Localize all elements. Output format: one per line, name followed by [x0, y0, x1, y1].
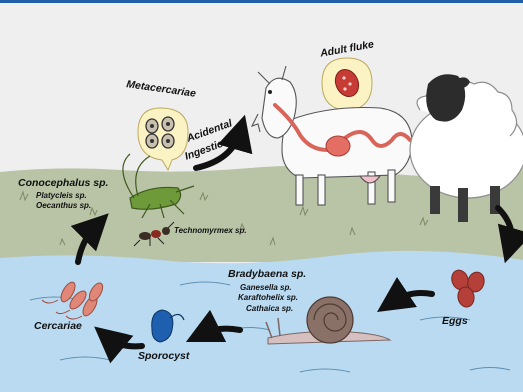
label-ganesella: Ganesella sp. [240, 284, 292, 292]
label-eggs: Eggs [442, 316, 468, 327]
label-cercariae: Cercariae [34, 321, 82, 332]
label-cathaica: Cathaica sp. [246, 305, 293, 313]
goat-stomach [326, 136, 350, 156]
label-platycleis: Platycleis sp. [36, 192, 87, 200]
label-technomyrmex: Technomyrmex sp. [174, 227, 247, 235]
label-conocephalus: Conocephalus sp. [18, 178, 108, 189]
label-bradybaena: Bradybaena sp. [228, 269, 306, 280]
label-karaftohelix: Karaftohelix sp. [238, 294, 298, 302]
top-rule [0, 0, 523, 3]
goat-eye [268, 90, 272, 94]
label-sporocyst: Sporocyst [138, 351, 189, 362]
label-oecanthus: Oecanthus sp. [36, 202, 91, 210]
